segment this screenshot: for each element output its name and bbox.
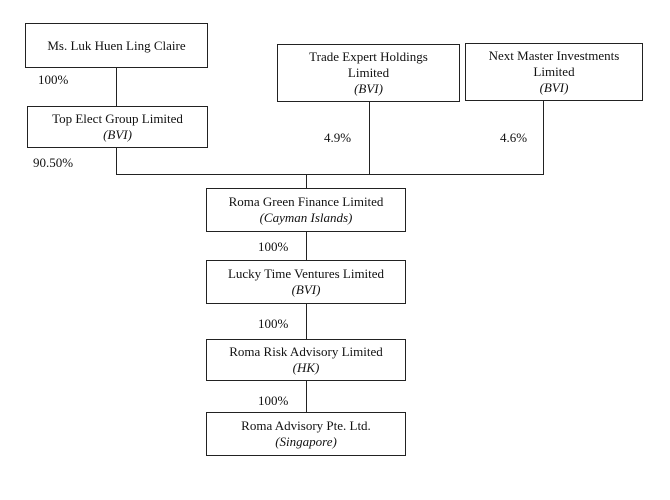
- connector-roma-risk-roma-advisory: [306, 381, 307, 412]
- connector-trade-expert-down: [369, 102, 370, 174]
- connector-next-master-down: [543, 101, 544, 174]
- entity-name: Ms. Luk Huen Ling Claire: [47, 37, 186, 53]
- entity-name-line1: Next Master Investments: [488, 48, 620, 63]
- entity-name: Top Elect Group Limited: [52, 111, 183, 126]
- ownership-pct-roma-green-lucky-time: 100%: [258, 239, 289, 254]
- connector-top-elect-down: [116, 148, 117, 174]
- entity-jurisdiction: (Singapore): [275, 434, 337, 449]
- entity-box-roma-green-finance: Roma Green Finance Limited (Cayman Islan…: [206, 188, 406, 232]
- ownership-pct-next-master-roma-green: 4.6%: [500, 130, 528, 145]
- entity-box-luk-huen-ling-claire: Ms. Luk Huen Ling Claire: [25, 23, 208, 68]
- entity-name-line2: Limited: [533, 64, 575, 79]
- entity-name-line2: Limited: [347, 65, 390, 80]
- entity-name: Roma Green Finance Limited: [228, 194, 384, 209]
- entity-jurisdiction: (Cayman Islands): [259, 210, 353, 225]
- entity-box-trade-expert-holdings: Trade Expert Holdings Limited (BVI): [277, 44, 460, 102]
- entity-jurisdiction: (HK): [292, 360, 320, 375]
- connector-roma-green-lucky-time: [306, 232, 307, 260]
- ownership-pct-lucky-time-roma-risk: 100%: [258, 316, 289, 331]
- entity-box-roma-advisory-singapore: Roma Advisory Pte. Ltd. (Singapore): [206, 412, 406, 456]
- entity-name: Roma Risk Advisory Limited: [229, 344, 383, 359]
- entity-name-line1: Trade Expert Holdings: [309, 49, 428, 64]
- ownership-pct-top-elect-roma-green: 90.50%: [33, 155, 74, 170]
- entity-box-roma-risk-advisory: Roma Risk Advisory Limited (HK): [206, 339, 406, 381]
- entity-name: Lucky Time Ventures Limited: [227, 266, 385, 281]
- entity-jurisdiction: (BVI): [103, 127, 132, 142]
- entity-jurisdiction: (BVI): [291, 282, 321, 297]
- entity-jurisdiction: (BVI): [354, 81, 383, 96]
- connector-lucky-time-roma-risk: [306, 304, 307, 339]
- ownership-pct-roma-risk-roma-advisory: 100%: [258, 393, 289, 408]
- entity-box-lucky-time-ventures: Lucky Time Ventures Limited (BVI): [206, 260, 406, 304]
- entity-name: Roma Advisory Pte. Ltd.: [241, 418, 371, 433]
- ownership-pct-trade-expert-roma-green: 4.9%: [324, 130, 352, 145]
- entity-jurisdiction: (BVI): [539, 80, 569, 95]
- entity-box-top-elect-group: Top Elect Group Limited (BVI): [27, 106, 208, 148]
- connector-bar-roma-green: [306, 174, 307, 188]
- entity-box-next-master-investments: Next Master Investments Limited (BVI): [465, 43, 643, 101]
- ownership-pct-luk-top-elect: 100%: [38, 72, 69, 87]
- connector-luk-top-elect: [116, 68, 117, 106]
- connector-shareholders-bar: [116, 174, 544, 175]
